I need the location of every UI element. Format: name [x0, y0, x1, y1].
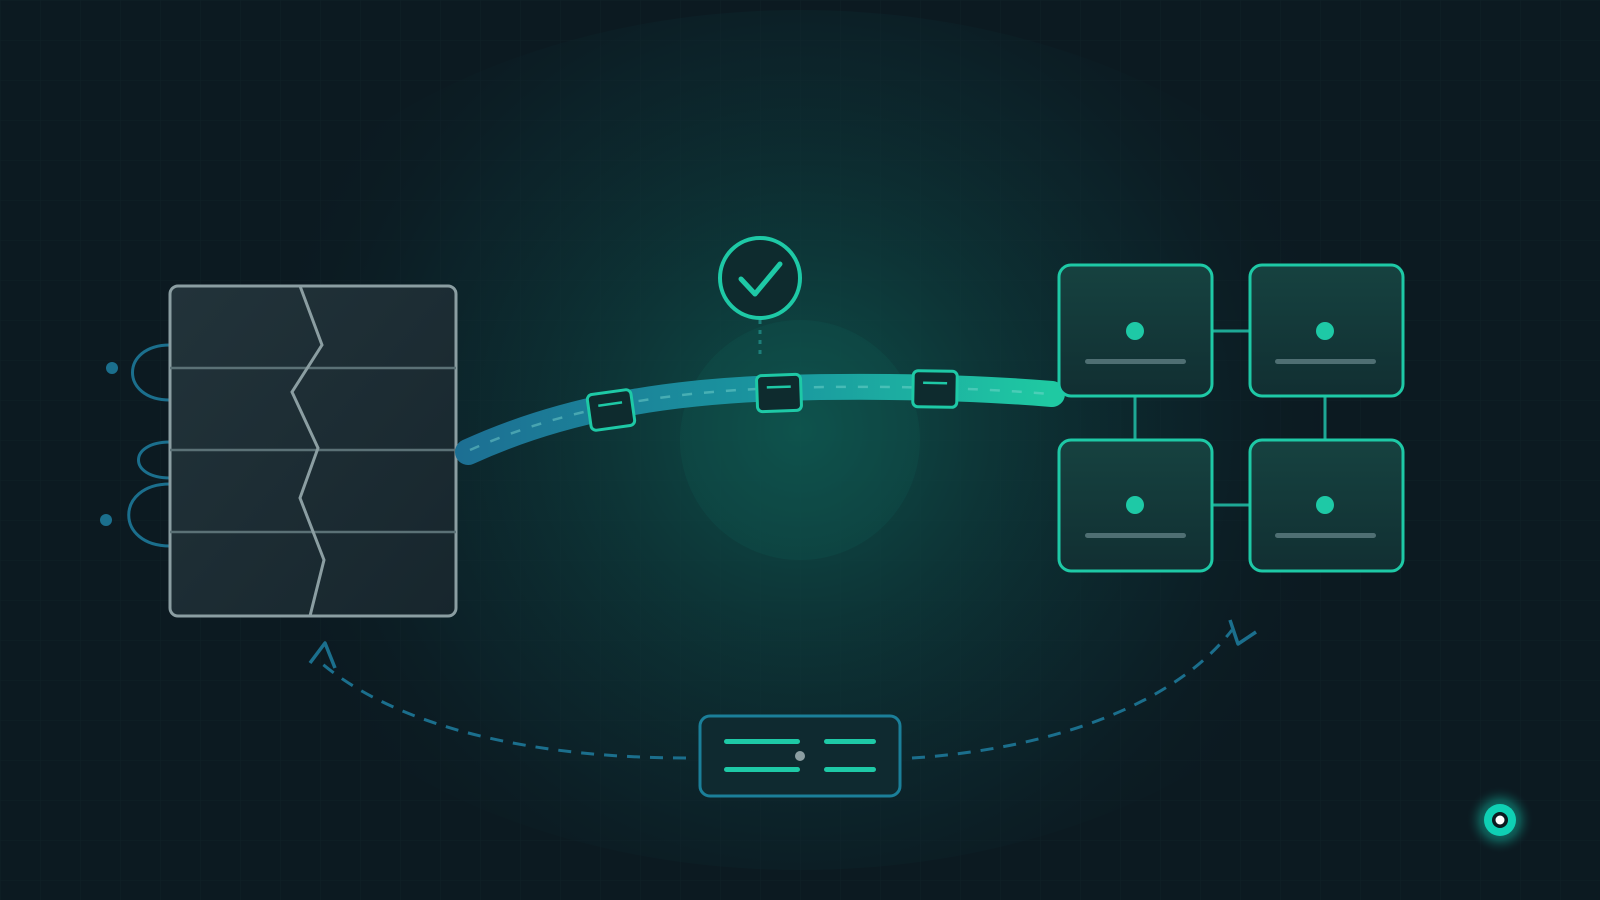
feedback-arrow-left [319, 660, 687, 760]
module-card[interactable] [1248, 438, 1405, 573]
connector-loop [137, 440, 171, 480]
module-dot-icon [1126, 496, 1144, 514]
module-card[interactable] [1057, 263, 1214, 398]
check-mark [738, 261, 783, 297]
pipeline-packet[interactable] [911, 369, 959, 409]
module-bar [1275, 533, 1376, 538]
arrowhead-down-icon [1228, 619, 1257, 646]
connector-loop [131, 343, 171, 402]
module-card[interactable] [1057, 438, 1214, 573]
config-toggle-dot[interactable] [795, 751, 805, 761]
pipeline-packet[interactable] [585, 388, 637, 432]
center-glow [180, 10, 1420, 870]
module-dot-icon [1126, 322, 1144, 340]
status-dot-icon[interactable] [1466, 786, 1534, 854]
feedback-arrow-right [911, 629, 1234, 760]
config-line [824, 739, 876, 744]
check-circle [718, 236, 802, 320]
packet-body [755, 372, 803, 414]
pipeline-packet[interactable] [755, 372, 803, 414]
connector-dot [100, 514, 112, 526]
config-panel[interactable] [698, 714, 902, 798]
packet-label-line [766, 385, 791, 389]
legacy-system-panel[interactable] [168, 284, 458, 618]
connector-loop [127, 482, 171, 548]
packet-body [911, 369, 959, 409]
module-bar [1085, 359, 1186, 364]
inner-glow [680, 320, 920, 560]
module-card[interactable] [1248, 263, 1405, 398]
arrowhead-up-icon [308, 641, 337, 669]
packet-body [585, 388, 637, 432]
config-line [724, 739, 800, 744]
module-dot-icon [1316, 496, 1334, 514]
module-bar [1085, 533, 1186, 538]
config-line [724, 767, 800, 772]
check-circle-icon [718, 236, 802, 320]
legacy-connectors [127, 343, 171, 548]
module-bar [1275, 359, 1376, 364]
legacy-fracture-line [290, 285, 326, 617]
status-center [1495, 815, 1505, 825]
packet-label-line [598, 401, 623, 407]
connector-dot [106, 362, 118, 374]
module-dot-icon [1316, 322, 1334, 340]
target-module-grid [1057, 263, 1405, 573]
config-line [824, 767, 876, 772]
